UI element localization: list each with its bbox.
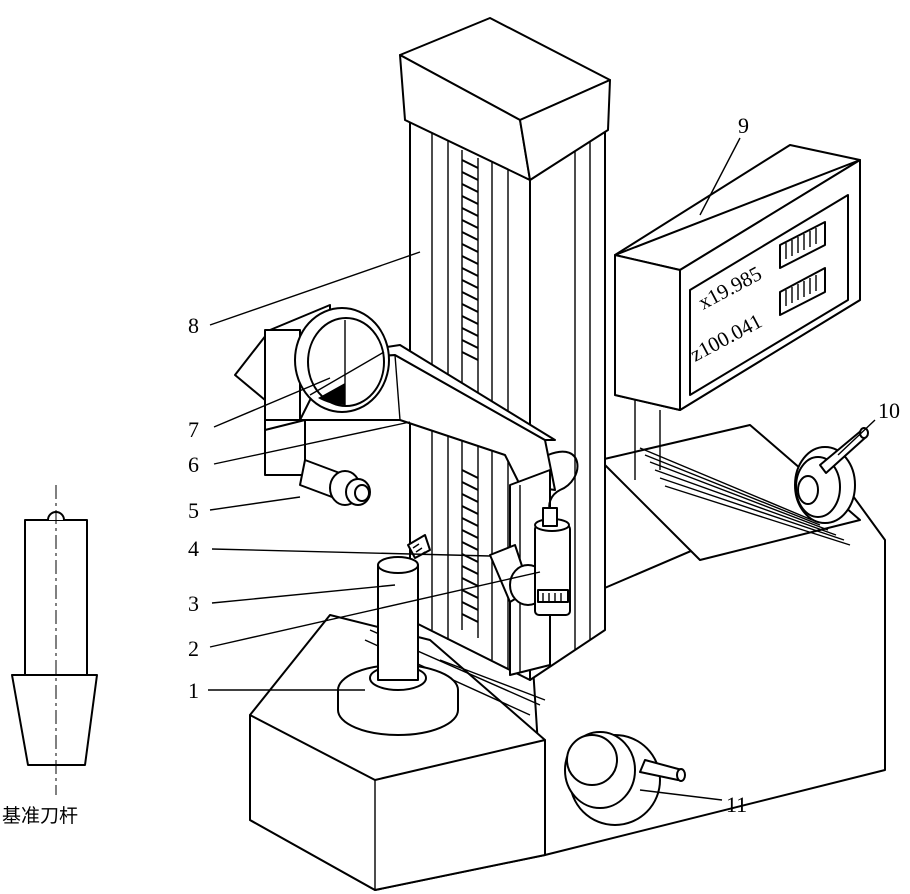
callout-labels: 1 2 3 4 5 6 7 8 9 10 11 — [188, 113, 900, 817]
callout-10: 10 — [878, 398, 900, 423]
probe-assembly — [489, 507, 571, 616]
callout-4: 4 — [188, 536, 199, 561]
callout-7: 7 — [188, 417, 199, 442]
callout-1: 1 — [188, 678, 199, 703]
digital-display-unit: x19.985 z100.041 — [614, 144, 861, 480]
callout-9: 9 — [738, 113, 749, 138]
lens-5 — [299, 459, 371, 506]
x-digit-window — [779, 221, 826, 269]
callout-8: 8 — [188, 313, 199, 338]
callout-3: 3 — [188, 591, 199, 616]
z-digit-window — [779, 267, 826, 316]
callout-11: 11 — [726, 792, 747, 817]
projection-screen — [294, 307, 390, 413]
callout-2: 2 — [188, 636, 199, 661]
tool-spindle — [337, 534, 459, 736]
callout-6: 6 — [188, 452, 199, 477]
handwheel-11 — [564, 731, 686, 826]
column-cap — [399, 17, 611, 181]
optical-projector-head — [234, 304, 390, 506]
callout-5: 5 — [188, 498, 199, 523]
leader-lines — [208, 137, 876, 801]
handwheel-10 — [794, 427, 869, 524]
reference-tool-caption: 基准刀杆 — [2, 805, 78, 827]
reference-tool-bar: 基准刀杆 — [2, 485, 98, 827]
guide-rail-slats — [599, 424, 861, 561]
